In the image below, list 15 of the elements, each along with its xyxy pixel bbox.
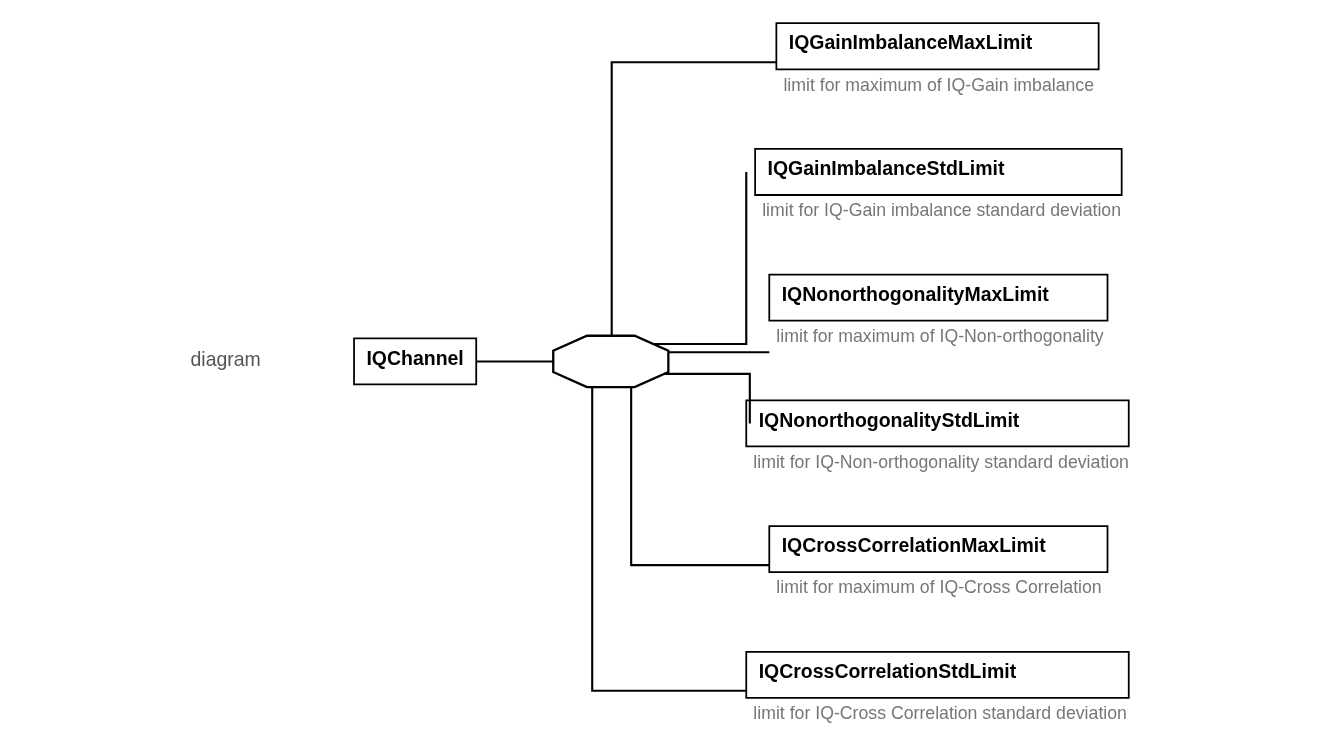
node-label: limit for IQ-Gain imbalance standard deviation [762, 200, 1122, 221]
connector [653, 172, 748, 346]
connector [610, 61, 777, 336]
connector [476, 360, 553, 363]
node-label: limit for maximum of IQ-Non-orthogonality [776, 325, 1104, 346]
node-label: limit for IQ-Non-orthogonality standard deviation [753, 451, 1129, 472]
node-octagon [552, 334, 670, 389]
node-label: limit for maximum of IQ-Gain imbalance [783, 74, 1095, 95]
connector [664, 372, 751, 424]
connector [630, 387, 770, 567]
node-label: limit for IQ-Cross Correlation standard deviation [753, 703, 1127, 724]
node-label: limit for maximum of IQ-Cross Correlation [776, 577, 1102, 598]
connector [591, 387, 747, 692]
connector [668, 351, 770, 354]
label: diagram [190, 348, 261, 371]
